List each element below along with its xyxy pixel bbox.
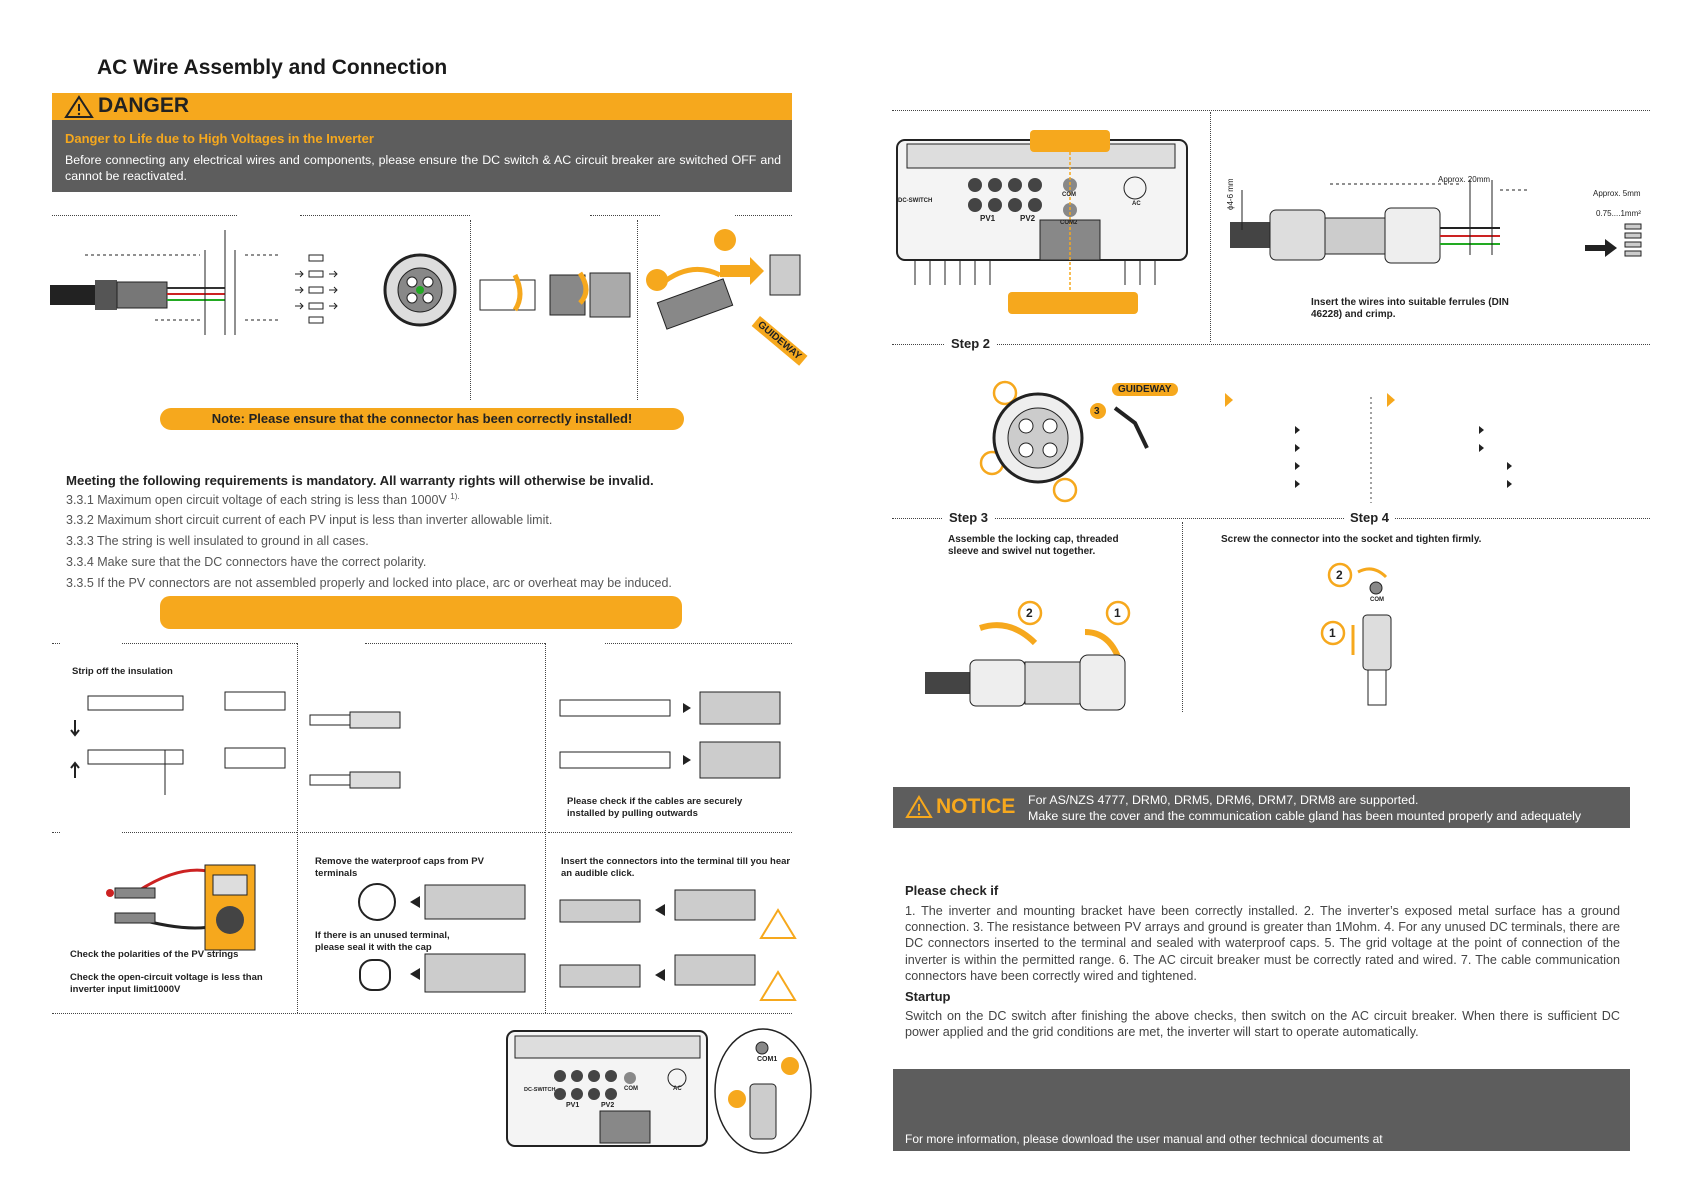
requirement-item: 3.3.1 Maximum open circuit voltage of ea… <box>66 492 460 508</box>
bottom-com-label: COM <box>624 1086 638 1092</box>
step3-text: Assemble the locking cap, threaded sleev… <box>948 534 1119 557</box>
top-com-label: COM <box>1062 192 1076 198</box>
startup-text: Switch on the DC switch after finishing … <box>905 1009 1620 1040</box>
ac-assembly-diagram <box>479 271 631 318</box>
ferrules-diagram <box>295 254 338 324</box>
ac-terminal-diagram <box>383 253 457 327</box>
danger-label: DANGER <box>98 94 190 117</box>
ferrules-label: Insert the wires into suitable ferrules … <box>1311 297 1509 320</box>
bottom-ac-label: AC <box>673 1086 682 1092</box>
com-cable-diagram <box>1230 180 1642 264</box>
remove-caps-diagram <box>358 883 526 921</box>
check-heading: Please check if <box>905 883 999 898</box>
step2-arrows <box>1225 393 1512 503</box>
ac-cable-strip-diagram <box>50 230 280 335</box>
footer-text: For more information, please download th… <box>905 1132 1383 1146</box>
approx5-label: Approx. 5mm <box>1593 189 1641 198</box>
top-pv1-label: PV1 <box>980 214 996 223</box>
remove-caps-label: Remove the waterproof caps from PV termi… <box>315 856 484 879</box>
notice-line1: For AS/NZS 4777, DRM0, DRM5, DRM6, DRM7,… <box>1028 793 1419 807</box>
dc-pull-check-label: Please check if the cables are securely … <box>567 796 743 819</box>
step3-num2: 2 <box>1026 606 1033 620</box>
gauge-label: 0.75....1mm² <box>1596 209 1641 218</box>
top-dc-switch-label: DC-SWITCH <box>898 198 933 204</box>
step2-label: Step 2 <box>945 336 997 351</box>
step4-screw-diagram <box>1320 562 1392 706</box>
top-com2-label: COM2 <box>1060 220 1078 226</box>
dc-assembly-diagram <box>559 691 781 779</box>
polarity-label: Check the polarities of the PV strings <box>70 949 239 960</box>
bottom-dc-switch-label: DC-SWITCH <box>524 1087 556 1093</box>
requirement-item: 3.3.4 Make sure that the DC connectors h… <box>66 555 427 569</box>
danger-text: Before connecting any electrical wires a… <box>65 153 781 183</box>
step3-num1: 1 <box>1114 606 1121 620</box>
requirements-heading: Meeting the following requirements is ma… <box>66 473 654 488</box>
bottom-com1-label: COM1 <box>757 1056 778 1063</box>
dc-crimp-diagram <box>309 711 401 789</box>
bottom-pv2-label: PV2 <box>601 1102 615 1109</box>
seal-cap-diagram <box>359 953 526 993</box>
dc-strip-label: Strip off the insulation <box>72 666 173 677</box>
multimeter-diagram <box>106 864 256 951</box>
inverter-bottom-diagram <box>506 1028 812 1154</box>
danger-bar: DANGER <box>52 93 792 120</box>
dc-heading-bar <box>160 596 682 629</box>
step3-assembly-diagram <box>925 600 1131 711</box>
warning-icon <box>905 795 933 818</box>
note-pill: Note: Please ensure that the connector h… <box>160 408 684 430</box>
danger-box: Danger to Life due to High Voltages in t… <box>52 120 792 192</box>
note-text: Note: Please ensure that the connector h… <box>211 411 633 426</box>
startup-heading: Startup <box>905 989 951 1004</box>
notice-bar: NOTICE For AS/NZS 4777, DRM0, DRM5, DRM6… <box>893 787 1630 828</box>
ac-plug-diagram <box>646 229 801 330</box>
danger-heading: Danger to Life due to High Voltages in t… <box>65 131 374 146</box>
step2-num3: 3 <box>1094 406 1100 417</box>
dc-strip-diagram <box>70 691 286 795</box>
diameter-label: ϕ4-6 mm <box>1226 178 1235 210</box>
requirement-item: 3.3.2 Maximum short circuit current of e… <box>66 513 553 527</box>
step4-text: Screw the connector into the socket and … <box>1221 534 1482 545</box>
step4-num1: 1 <box>1329 626 1336 640</box>
page-title: AC Wire Assembly and Connection <box>97 56 448 79</box>
notice-label: NOTICE <box>936 795 1016 818</box>
bottom-pv1-label: PV1 <box>566 1102 580 1109</box>
approx20-label: Approx. 20mm <box>1438 175 1491 184</box>
inverter-top-diagram <box>896 130 1188 314</box>
top-ac-label: AC <box>1132 201 1141 207</box>
requirement-item: 3.3.3 The string is well insulated to gr… <box>66 534 369 548</box>
step4-label: Step 4 <box>1344 510 1396 525</box>
step3-label: Step 3 <box>943 510 995 525</box>
step2-connector-diagram <box>979 380 1149 503</box>
step4-num2: 2 <box>1336 568 1343 582</box>
warning-icon <box>64 95 94 118</box>
insert-diagram <box>559 889 797 1001</box>
requirement-item: 3.3.5 If the PV connectors are not assem… <box>66 576 672 590</box>
footer-box: For more information, please download th… <box>893 1069 1630 1151</box>
seal-label: If there is an unused terminal, please s… <box>315 930 450 953</box>
notice-line2: Make sure the cover and the communicatio… <box>1028 809 1582 823</box>
step4-com-label: COM <box>1370 597 1384 603</box>
check-text: 1. The inverter and mounting bracket hav… <box>905 904 1620 983</box>
top-pv2-label: PV2 <box>1020 214 1036 223</box>
insert-label: Insert the connectors into the terminal … <box>561 856 791 879</box>
step2-guideway-label: GUIDEWAY <box>1112 383 1178 396</box>
voltage-label: Check the open-circuit voltage is less t… <box>70 972 263 995</box>
